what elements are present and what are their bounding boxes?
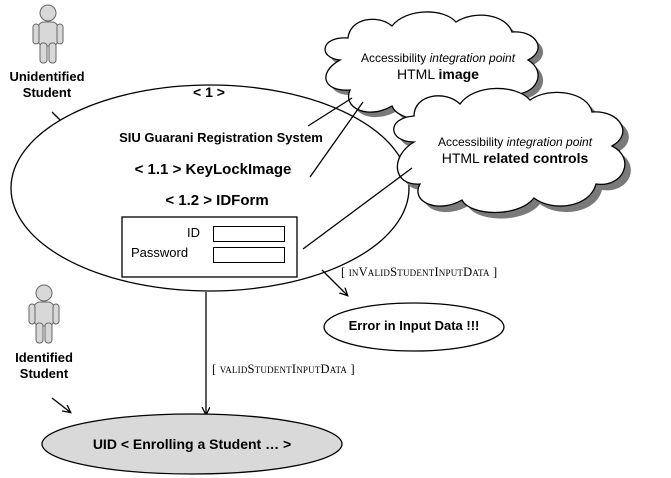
cloud-image-text: Accessibility integration point HTML ima… bbox=[361, 50, 515, 82]
cloud-image-line2-bold: image bbox=[438, 66, 479, 82]
id-input[interactable] bbox=[213, 226, 285, 242]
unidentified-student-actor-icon bbox=[32, 4, 64, 64]
cloud-controls-line2-bold: related controls bbox=[483, 150, 589, 166]
password-field-label: Password bbox=[131, 245, 189, 260]
cloud-image-line1: Accessibility integration point bbox=[361, 50, 515, 66]
id-field-label: ID bbox=[187, 225, 200, 240]
cloud-controls-line2: HTML related controls bbox=[438, 150, 592, 166]
main-node-number: < 1 > bbox=[193, 84, 225, 100]
cloud-controls-line1: Accessibility integration point bbox=[438, 134, 592, 150]
invalid-guard-label: [ inValidStudentInputData ] bbox=[341, 265, 498, 279]
controls-connector bbox=[302, 167, 413, 250]
cloud-controls-line1-prefix: Accessibility bbox=[437, 135, 507, 149]
identified-student-actor-icon bbox=[28, 284, 60, 344]
cloud-image-line1-prefix: Accessibility bbox=[360, 51, 430, 65]
unidentified-student-label-line1: Unidentified bbox=[9, 69, 85, 84]
cloud-image-line2-prefix: HTML bbox=[397, 66, 439, 82]
keylock-image-item: < 1.1 > KeyLockImage bbox=[134, 161, 292, 178]
identified-actor-arrow bbox=[51, 397, 70, 412]
identified-student-label-line1: Identified bbox=[15, 350, 73, 365]
error-node-label: Error in Input Data !!! bbox=[348, 318, 480, 333]
accessibility-cloud-controls bbox=[393, 87, 631, 219]
id-form-item: < 1.2 > IDForm bbox=[165, 192, 269, 209]
invalid-transition-arrow bbox=[321, 269, 347, 295]
valid-guard-label: [ validStudentInputData ] bbox=[212, 362, 355, 376]
main-node-title: SIU Guarani Registration System bbox=[119, 130, 323, 145]
cloud-controls-line2-prefix: HTML bbox=[441, 150, 484, 166]
uid-node-label: UID < Enrolling a Student … > bbox=[92, 436, 292, 452]
cloud1-connector bbox=[307, 97, 353, 127]
cloud-controls-line1-italic: integration point bbox=[506, 135, 593, 149]
keylock-connector bbox=[309, 101, 364, 178]
error-node bbox=[323, 302, 505, 352]
cloud-controls-text: Accessibility integration point HTML rel… bbox=[438, 134, 592, 166]
password-input[interactable] bbox=[213, 247, 285, 263]
unidentified-student-label-line2: Student bbox=[22, 85, 72, 100]
cloud-image-line1-italic: integration point bbox=[429, 51, 516, 65]
uid-node bbox=[41, 413, 343, 475]
identified-student-label-line2: Student bbox=[19, 366, 69, 381]
main-system-node bbox=[10, 84, 410, 292]
cloud-image-line2: HTML image bbox=[361, 66, 515, 82]
unidentified-student-label: Unidentified Student bbox=[9, 69, 84, 101]
identified-student-label: Identified Student bbox=[15, 350, 73, 382]
